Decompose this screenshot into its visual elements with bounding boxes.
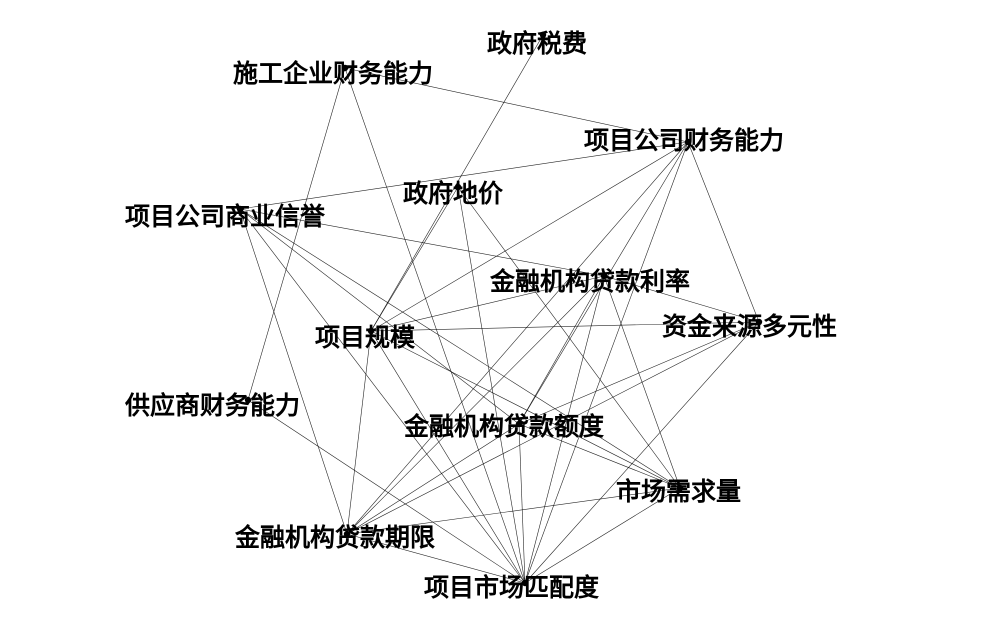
edge-loan_rate-fund_diversity [603, 275, 760, 323]
edge-proj_co_fin-loan_amount [518, 141, 689, 425]
edge-proj_co_credit-market_demand [239, 208, 681, 489]
edge-gov_land-proj_scale [370, 186, 459, 332]
node-contractor_fin: 施工企业财务能力 [233, 59, 433, 88]
edge-loan_amount-loan_term [346, 423, 520, 535]
node-label-contractor_fin: 施工企业财务能力 [233, 59, 433, 88]
edge-proj_co_fin-proj_scale [370, 141, 689, 332]
node-dot-proj_co_fin [684, 138, 692, 146]
edge-loan_amount-market_demand [518, 423, 681, 489]
node-fund_diversity: 资金来源多元性 [662, 312, 837, 341]
edge-proj_scale-market_match [370, 330, 526, 584]
node-label-proj_co_credit: 项目公司商业信誉 [125, 202, 326, 231]
edge-loan_rate-loan_term [346, 275, 605, 535]
edge-loan_rate-proj_scale [370, 275, 605, 332]
node-dot-proj_scale [367, 327, 375, 335]
node-label-supplier_fin: 供应商财务能力 [124, 391, 300, 420]
node-label-gov_tax: 政府税费 [487, 29, 587, 58]
edge-market_demand-loan_term [346, 487, 681, 535]
node-label-loan_rate: 金融机构贷款利率 [489, 267, 690, 296]
node-supplier_fin: 供应商财务能力 [124, 391, 300, 420]
node-label-gov_land: 政府地价 [403, 179, 504, 208]
node-label-loan_amount: 金融机构贷款额度 [403, 412, 604, 441]
node-dot-market_match [521, 579, 529, 587]
edge-proj_co_credit-loan_rate [239, 208, 605, 277]
node-dot-gov_land [454, 183, 462, 191]
node-market_match: 项目市场匹配度 [424, 573, 599, 602]
edge-fund_diversity-loan_term [346, 321, 760, 535]
node-dot-loan_amount [515, 420, 523, 428]
edge-fund_diversity-market_match [524, 321, 760, 584]
node-gov_tax: 政府税费 [487, 29, 587, 58]
node-layer: 政府税费施工企业财务能力项目公司财务能力政府地价项目公司商业信誉金融机构贷款利率… [124, 29, 837, 602]
node-proj_co_fin: 项目公司财务能力 [584, 126, 784, 155]
node-loan_rate: 金融机构贷款利率 [489, 267, 690, 296]
node-dot-loan_rate [600, 272, 608, 280]
edge-contractor_fin-supplier_fin [247, 67, 346, 401]
node-proj_scale: 项目规模 [315, 323, 416, 352]
edge-contractor_fin-market_match [344, 67, 526, 584]
edge-proj_co_credit-loan_term [239, 208, 348, 535]
node-label-loan_term: 金融机构贷款期限 [234, 523, 435, 552]
node-dot-market_demand [676, 484, 684, 492]
node-dot-proj_co_credit [236, 205, 244, 213]
edge-layer [239, 34, 760, 584]
edge-contractor_fin-proj_co_fin [344, 67, 689, 143]
edge-market_demand-market_match [524, 487, 681, 584]
node-loan_amount: 金融机构贷款额度 [403, 412, 604, 441]
node-dot-gov_tax [539, 31, 547, 39]
edge-proj_co_credit-proj_co_fin [239, 141, 689, 210]
node-label-proj_co_fin: 项目公司财务能力 [584, 126, 784, 155]
node-dot-loan_term [343, 530, 351, 538]
edge-loan_amount-market_match [518, 423, 526, 584]
edge-fund_diversity-proj_scale [370, 321, 760, 332]
node-dot-contractor_fin [341, 64, 349, 72]
node-label-proj_scale: 项目规模 [315, 323, 416, 352]
edge-proj_co_fin-loan_term [346, 141, 689, 535]
edge-supplier_fin-market_match [247, 399, 526, 584]
edge-proj_co_credit-market_match [239, 208, 526, 584]
node-gov_land: 政府地价 [403, 179, 504, 208]
edge-proj_scale-loan_term [346, 330, 372, 535]
edge-gov_land-market_match [457, 186, 526, 584]
edge-fund_diversity-loan_amount [518, 321, 760, 425]
node-loan_term: 金融机构贷款期限 [234, 523, 435, 552]
edge-gov_tax-proj_scale [370, 34, 544, 332]
edge-proj_scale-market_demand [370, 330, 681, 489]
edge-loan_term-market_match [346, 533, 526, 584]
node-label-fund_diversity: 资金来源多元性 [662, 312, 837, 341]
edge-proj_co_fin-fund_diversity [687, 141, 760, 323]
node-dot-fund_diversity [755, 318, 763, 326]
node-dot-supplier_fin [244, 396, 252, 404]
node-proj_co_credit: 项目公司商业信誉 [125, 202, 326, 231]
edge-proj_co_fin-market_match [524, 141, 689, 584]
node-label-market_demand: 市场需求量 [616, 477, 741, 506]
node-market_demand: 市场需求量 [616, 477, 741, 506]
node-label-market_match: 项目市场匹配度 [424, 573, 599, 602]
edge-loan_rate-loan_amount [518, 275, 605, 425]
